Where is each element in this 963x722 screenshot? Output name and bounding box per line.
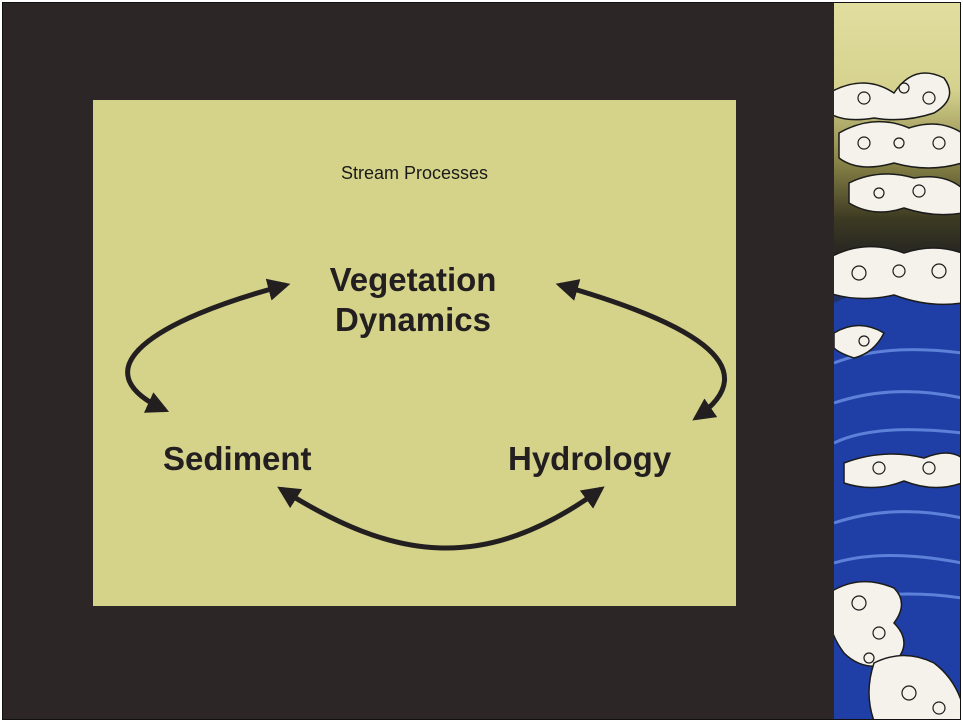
arrow-vegetation-hydrology [555,279,727,421]
arrow-vegetation-sediment [125,278,291,413]
wave-decoration [834,3,960,719]
arrow-sediment-hydrology [277,486,605,551]
node-vegetation-line1: Vegetation [329,261,497,298]
node-vegetation-line2: Dynamics [335,301,491,338]
wave-illustration [834,3,960,719]
node-sediment: Sediment [163,440,312,477]
node-vegetation-dynamics: Vegetation Dynamics [303,260,523,340]
diagram-title: Stream Processes [340,163,489,183]
node-hydrology: Hydrology [508,440,672,477]
arrows-layer [125,278,727,551]
diagram-panel: Stream Processes Vegetation Dynamics Sed… [93,100,736,606]
